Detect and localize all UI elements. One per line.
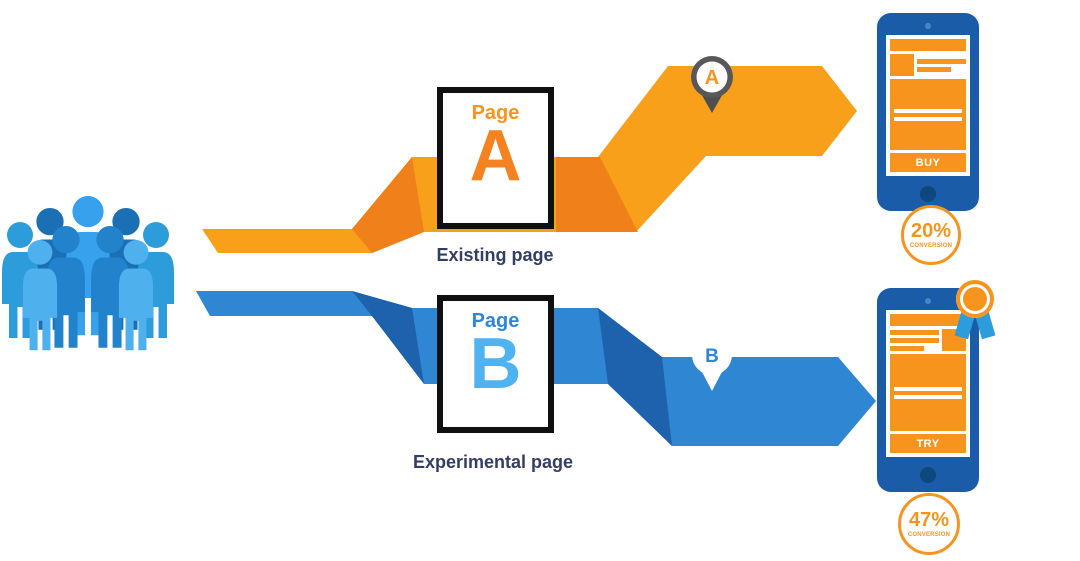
phone-b-icon: TRY <box>877 280 996 492</box>
phone-a-screen: BUY <box>886 35 970 176</box>
screen-line <box>894 108 962 113</box>
conversion-a-label: CONVERSION <box>909 243 953 249</box>
marker-a-letter: A <box>705 67 719 89</box>
page-b-letter: B <box>469 324 522 404</box>
page-a-letter: A <box>469 116 522 196</box>
marker-b-letter: B <box>705 346 719 367</box>
screen-line <box>894 386 962 391</box>
caption-existing-page: Existing page <box>436 245 554 265</box>
screen-line <box>890 337 939 343</box>
screen-feature-block <box>890 79 966 150</box>
conversion-b-label: CONVERSION <box>907 532 951 538</box>
phone-a-speaker-icon <box>925 23 931 29</box>
screen-content-row <box>890 54 966 76</box>
screen-line <box>890 329 939 335</box>
screen-text-lines <box>890 329 939 351</box>
phone-b-home-button-icon <box>920 467 936 483</box>
screen-line <box>917 58 966 64</box>
screen-feature-block <box>890 354 966 431</box>
screen-line <box>894 394 962 399</box>
page-a-card: Page A <box>437 87 554 229</box>
page-b-card: Page B <box>437 295 554 433</box>
screen-line <box>890 345 925 351</box>
screen-line <box>894 116 962 121</box>
conversion-badge-a: 20% CONVERSION <box>901 205 961 265</box>
try-button: TRY <box>890 434 966 453</box>
award-ribbon-icon <box>954 280 996 346</box>
screen-line <box>917 66 952 72</box>
conversion-b-value: 47% <box>908 509 950 531</box>
buy-button: BUY <box>890 153 966 172</box>
caption-experimental-page: Experimental page <box>412 452 574 472</box>
phone-b-speaker-icon <box>925 298 931 304</box>
phone-a-icon: BUY <box>877 13 979 211</box>
conversion-a-value: 20% <box>910 220 952 242</box>
screen-thumbnail-block <box>890 54 914 76</box>
phone-a-home-button-icon <box>920 186 936 202</box>
marker-b-icon: B <box>692 335 732 391</box>
users-group-icon <box>2 196 174 351</box>
screen-text-lines <box>917 54 966 76</box>
conversion-badge-b: 47% CONVERSION <box>898 493 960 555</box>
award-medal <box>956 280 994 318</box>
page-b-word: Page <box>471 310 520 332</box>
screen-header-bar <box>890 314 966 326</box>
marker-a-icon: A <box>691 56 733 113</box>
page-a-word: Page <box>471 102 520 124</box>
screen-header-bar <box>890 39 966 51</box>
